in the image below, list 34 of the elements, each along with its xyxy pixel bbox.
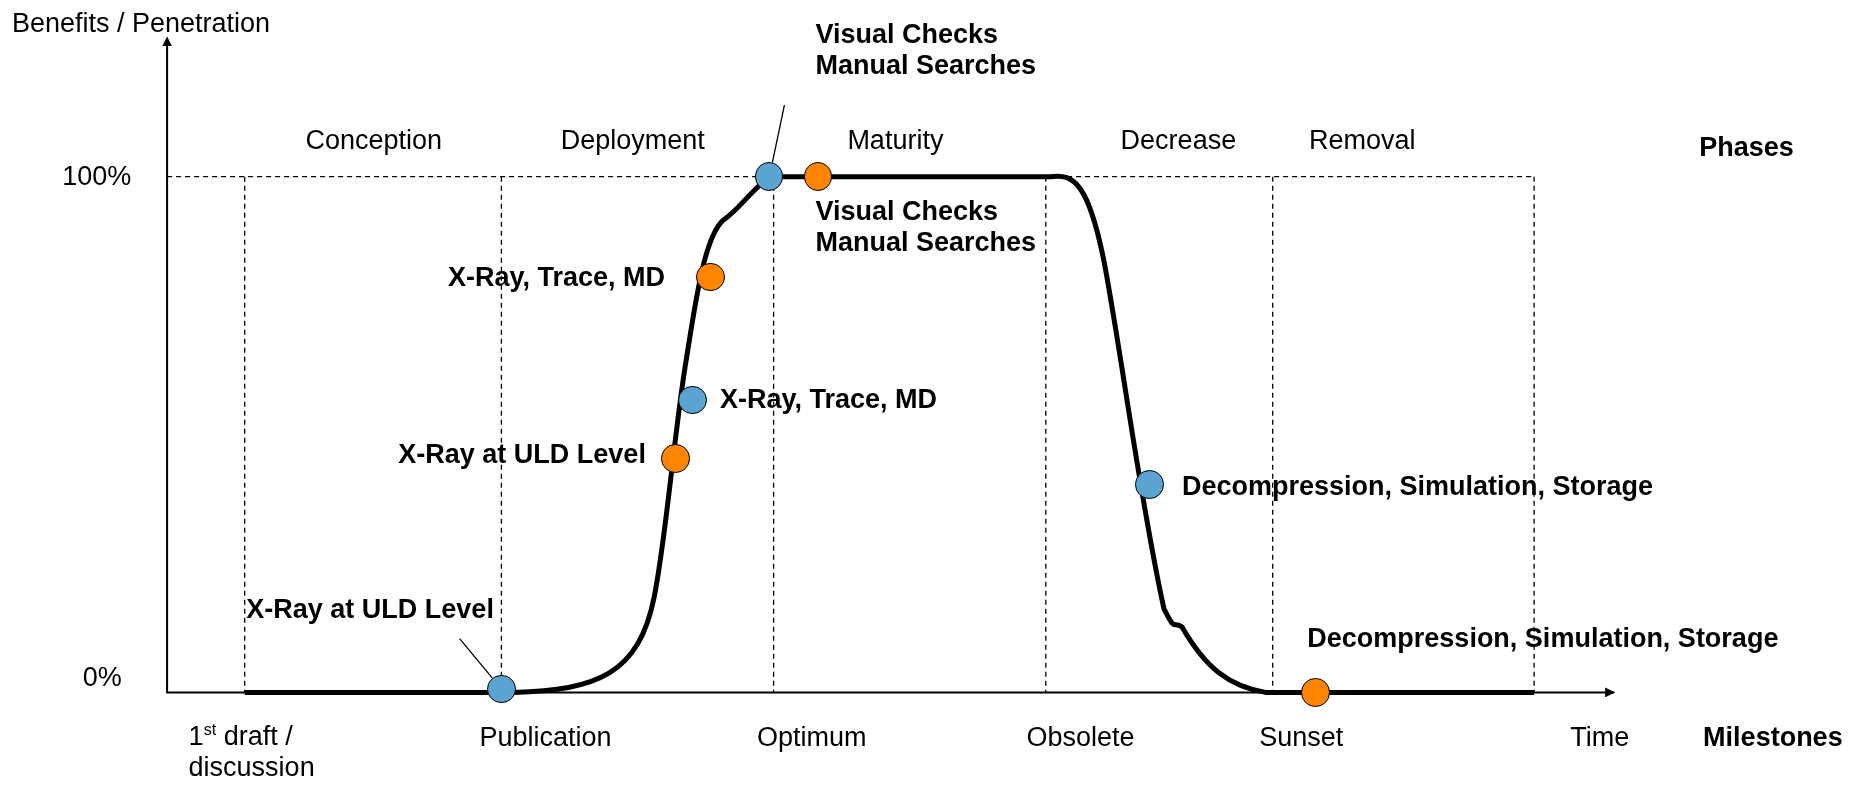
milestone-label: 1$^{st}$ draft / discussion [188, 721, 316, 784]
phase-label: Conception [305, 125, 442, 157]
axis-tick-label: 100% [62, 161, 132, 193]
milestone-label: Obsolete [1026, 722, 1135, 754]
axis-tick-label: 0% [82, 662, 122, 694]
dot-label: Visual Checks Manual Searches [815, 195, 1037, 258]
marker-dot [661, 444, 691, 473]
marker-dot [754, 162, 784, 192]
marker-dot [678, 385, 707, 415]
dot-label: Decompression, Simulation, Storage [1181, 471, 1653, 503]
dot-label: X-Ray, Trace, MD [719, 384, 937, 416]
row-heading: Milestones [1703, 722, 1843, 754]
dot-label: Decompression, Simulation, Storage [1307, 623, 1779, 655]
marker-dot [803, 162, 833, 192]
marker-dot [1301, 678, 1330, 707]
row-heading: Phases [1699, 132, 1794, 164]
marker-dot [696, 262, 725, 292]
axis-title: Time [1570, 722, 1630, 754]
phase-label: Removal [1308, 125, 1416, 157]
dot-label: X-Ray at ULD Level [398, 439, 646, 471]
phase-label: Maturity [847, 125, 944, 157]
milestone-label: Sunset [1259, 722, 1344, 754]
dot-label: X-Ray, Trace, MD [447, 262, 665, 294]
callout-text: X-Ray at ULD Level [246, 594, 494, 626]
phase-label: Deployment [560, 125, 705, 157]
leader-line [458, 638, 493, 679]
marker-dot [1135, 470, 1165, 500]
leader-line [771, 104, 786, 164]
milestone-label: Publication [479, 722, 612, 754]
milestone-label: Optimum [757, 722, 867, 754]
callout-text: Visual Checks Manual Searches [815, 19, 1055, 82]
marker-dot [487, 674, 516, 704]
phase-label: Decrease [1120, 125, 1237, 157]
axis-title: Benefits / Penetration [11, 8, 271, 40]
